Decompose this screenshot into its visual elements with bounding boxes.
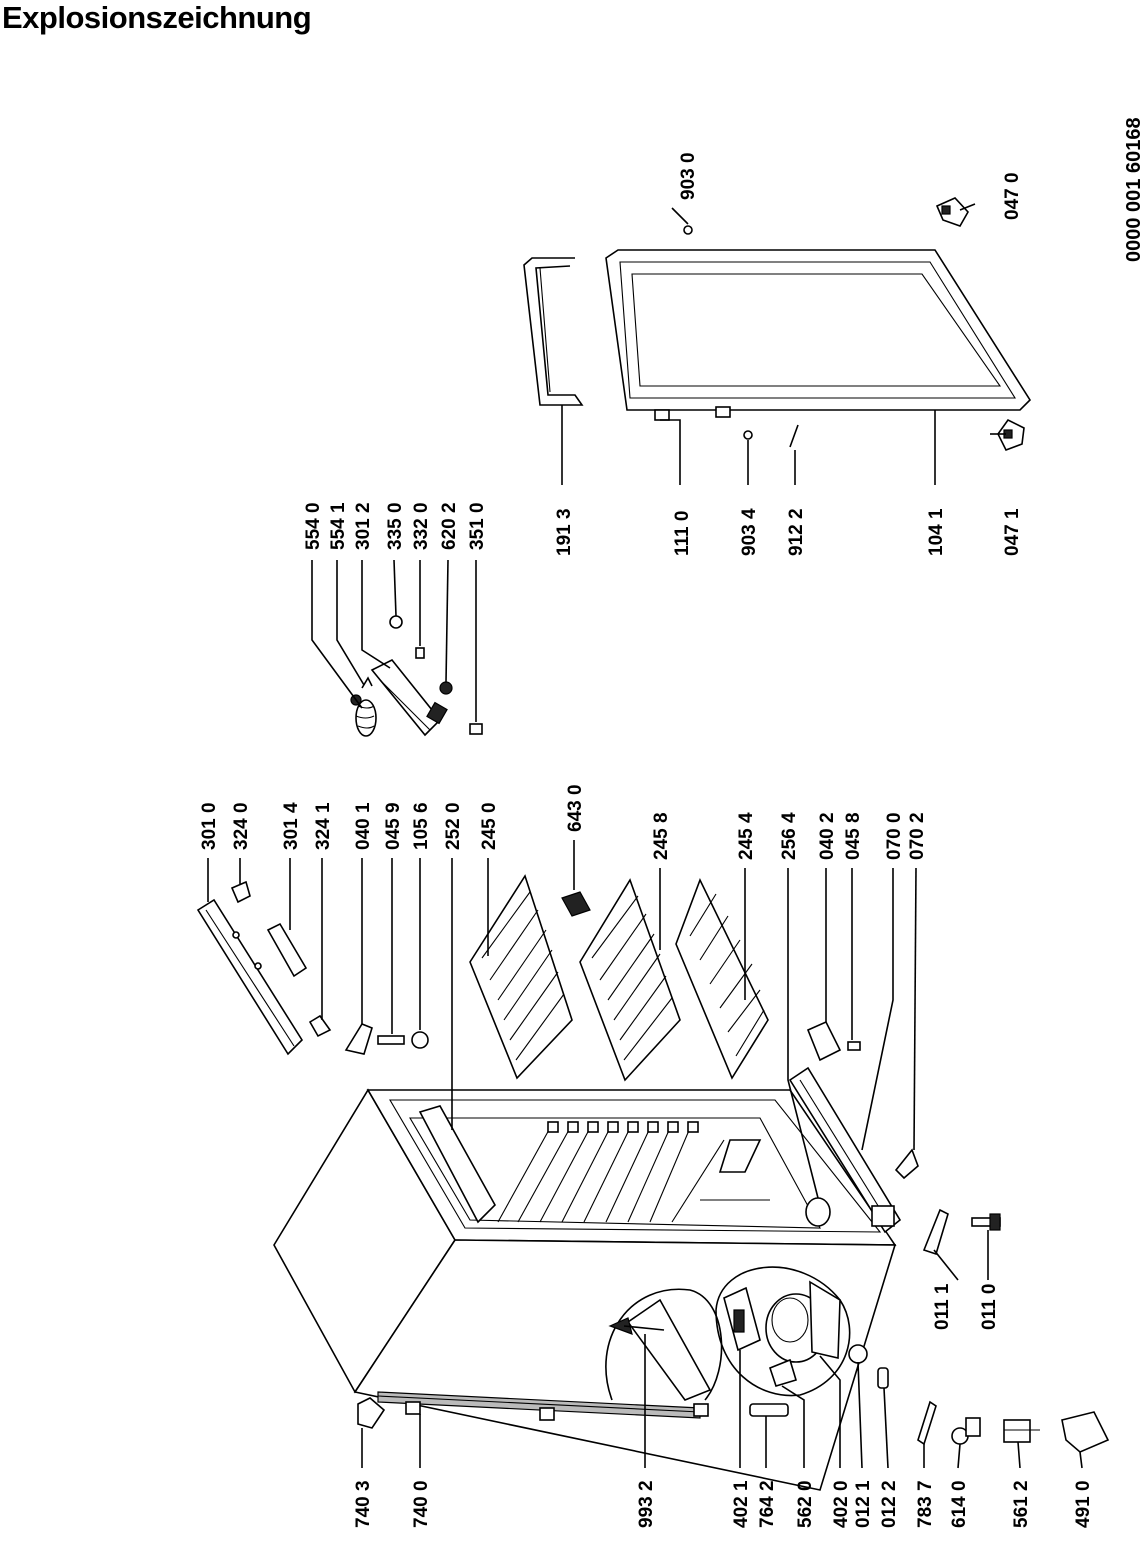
label-040-1: 040 1 (353, 802, 374, 850)
label-903-0: 903 0 (678, 152, 699, 200)
shelf-holder-643-0 (561, 891, 591, 917)
top-cover (196, 880, 332, 1056)
screw-903-0 (683, 225, 693, 235)
shelf-245-8 (579, 878, 681, 1082)
label-301-2: 301 2 (353, 502, 374, 550)
label-245-4: 245 4 (736, 812, 757, 860)
hinge-cap-top (935, 197, 969, 227)
document-number: 0000 001 60168 (1123, 117, 1145, 262)
label-561-2: 561 2 (1011, 1480, 1032, 1528)
label-011-0: 011 0 (979, 1284, 1000, 1331)
label-012-2: 012 2 (879, 1480, 900, 1528)
label-554-0: 554 0 (303, 502, 324, 550)
condenser (357, 1391, 709, 1429)
label-301-4: 301 4 (281, 802, 302, 850)
label-105-6: 105 6 (411, 802, 432, 850)
small-part-614-0 (951, 1417, 981, 1445)
label-245-0: 245 0 (479, 802, 500, 850)
label-070-0: 070 0 (884, 812, 905, 860)
leader-lines (207, 203, 1083, 1469)
label-040-2: 040 2 (817, 812, 838, 860)
detail-circle-compressor (715, 1266, 851, 1397)
label-324-0: 324 0 (231, 802, 252, 850)
small-part-491-0 (1061, 1411, 1110, 1453)
cabinet-body (273, 1066, 902, 1491)
label-335-0: 335 0 (385, 502, 406, 550)
label-047-1: 047 1 (1002, 508, 1023, 556)
label-562-0: 562 0 (795, 1480, 816, 1528)
label-402-0: 402 0 (831, 1480, 852, 1528)
label-191-3: 191 3 (554, 508, 575, 556)
upper-hinge-parts (344, 1023, 429, 1055)
lower-hinge (806, 1020, 861, 1062)
label-912-2: 912 2 (786, 508, 807, 556)
label-332-0: 332 0 (411, 502, 432, 550)
foot-070-2 (894, 1148, 919, 1180)
dryer-filter (749, 1403, 789, 1417)
label-070-2: 070 2 (907, 812, 928, 860)
hinge-cap-bottom (997, 418, 1025, 452)
label-252-0: 252 0 (443, 802, 464, 850)
small-part-012-2 (877, 1367, 889, 1389)
shelf-rails (497, 1121, 725, 1223)
small-part-783-7 (917, 1400, 937, 1446)
door-seal (523, 257, 584, 406)
label-012-1: 012 1 (853, 1480, 874, 1528)
small-part-561-2 (1003, 1419, 1040, 1443)
label-245-8: 245 8 (651, 812, 672, 860)
label-614-0: 614 0 (949, 1480, 970, 1528)
shelf-245-4 (675, 877, 769, 1080)
label-111-0: 111 0 (672, 511, 693, 556)
label-554-1: 554 1 (328, 502, 349, 550)
part-labels: 903 0 047 0 047 1 104 1 912 2 903 4 111 … (199, 152, 1094, 1528)
label-045-8: 045 8 (843, 812, 864, 860)
screw-903-4 (743, 430, 753, 440)
small-part-012-1 (848, 1344, 868, 1364)
label-104-1: 104 1 (926, 508, 947, 556)
label-351-0: 351 0 (467, 502, 488, 550)
label-620-2: 620 2 (439, 502, 460, 550)
label-783-7: 783 7 (915, 1480, 936, 1528)
label-740-3: 740 3 (353, 1480, 374, 1528)
detail-circle-upper (605, 1288, 723, 1401)
label-903-4: 903 4 (739, 508, 760, 556)
thermostat-assembly (350, 615, 483, 737)
door (605, 249, 1032, 421)
label-993-2: 993 2 (636, 1480, 657, 1528)
page-title: Explosionszeichnung (2, 0, 312, 35)
label-045-9: 045 9 (383, 802, 404, 850)
label-643-0: 643 0 (565, 784, 586, 832)
label-256-4: 256 4 (779, 812, 800, 860)
label-402-1: 402 1 (731, 1480, 752, 1528)
label-011-1: 011 1 (932, 1283, 953, 1330)
label-491-0: 491 0 (1073, 1480, 1094, 1528)
label-740-0: 740 0 (411, 1480, 432, 1528)
label-301-0: 301 0 (199, 802, 220, 850)
hinge-011-1 (922, 1208, 949, 1256)
pin-912-2 (789, 424, 799, 448)
label-047-0: 047 0 (1002, 172, 1023, 220)
label-324-1: 324 1 (313, 802, 334, 850)
shelf-245-0 (469, 874, 573, 1080)
label-764-2: 764 2 (757, 1480, 778, 1528)
bolt-011-0 (971, 1213, 1001, 1231)
